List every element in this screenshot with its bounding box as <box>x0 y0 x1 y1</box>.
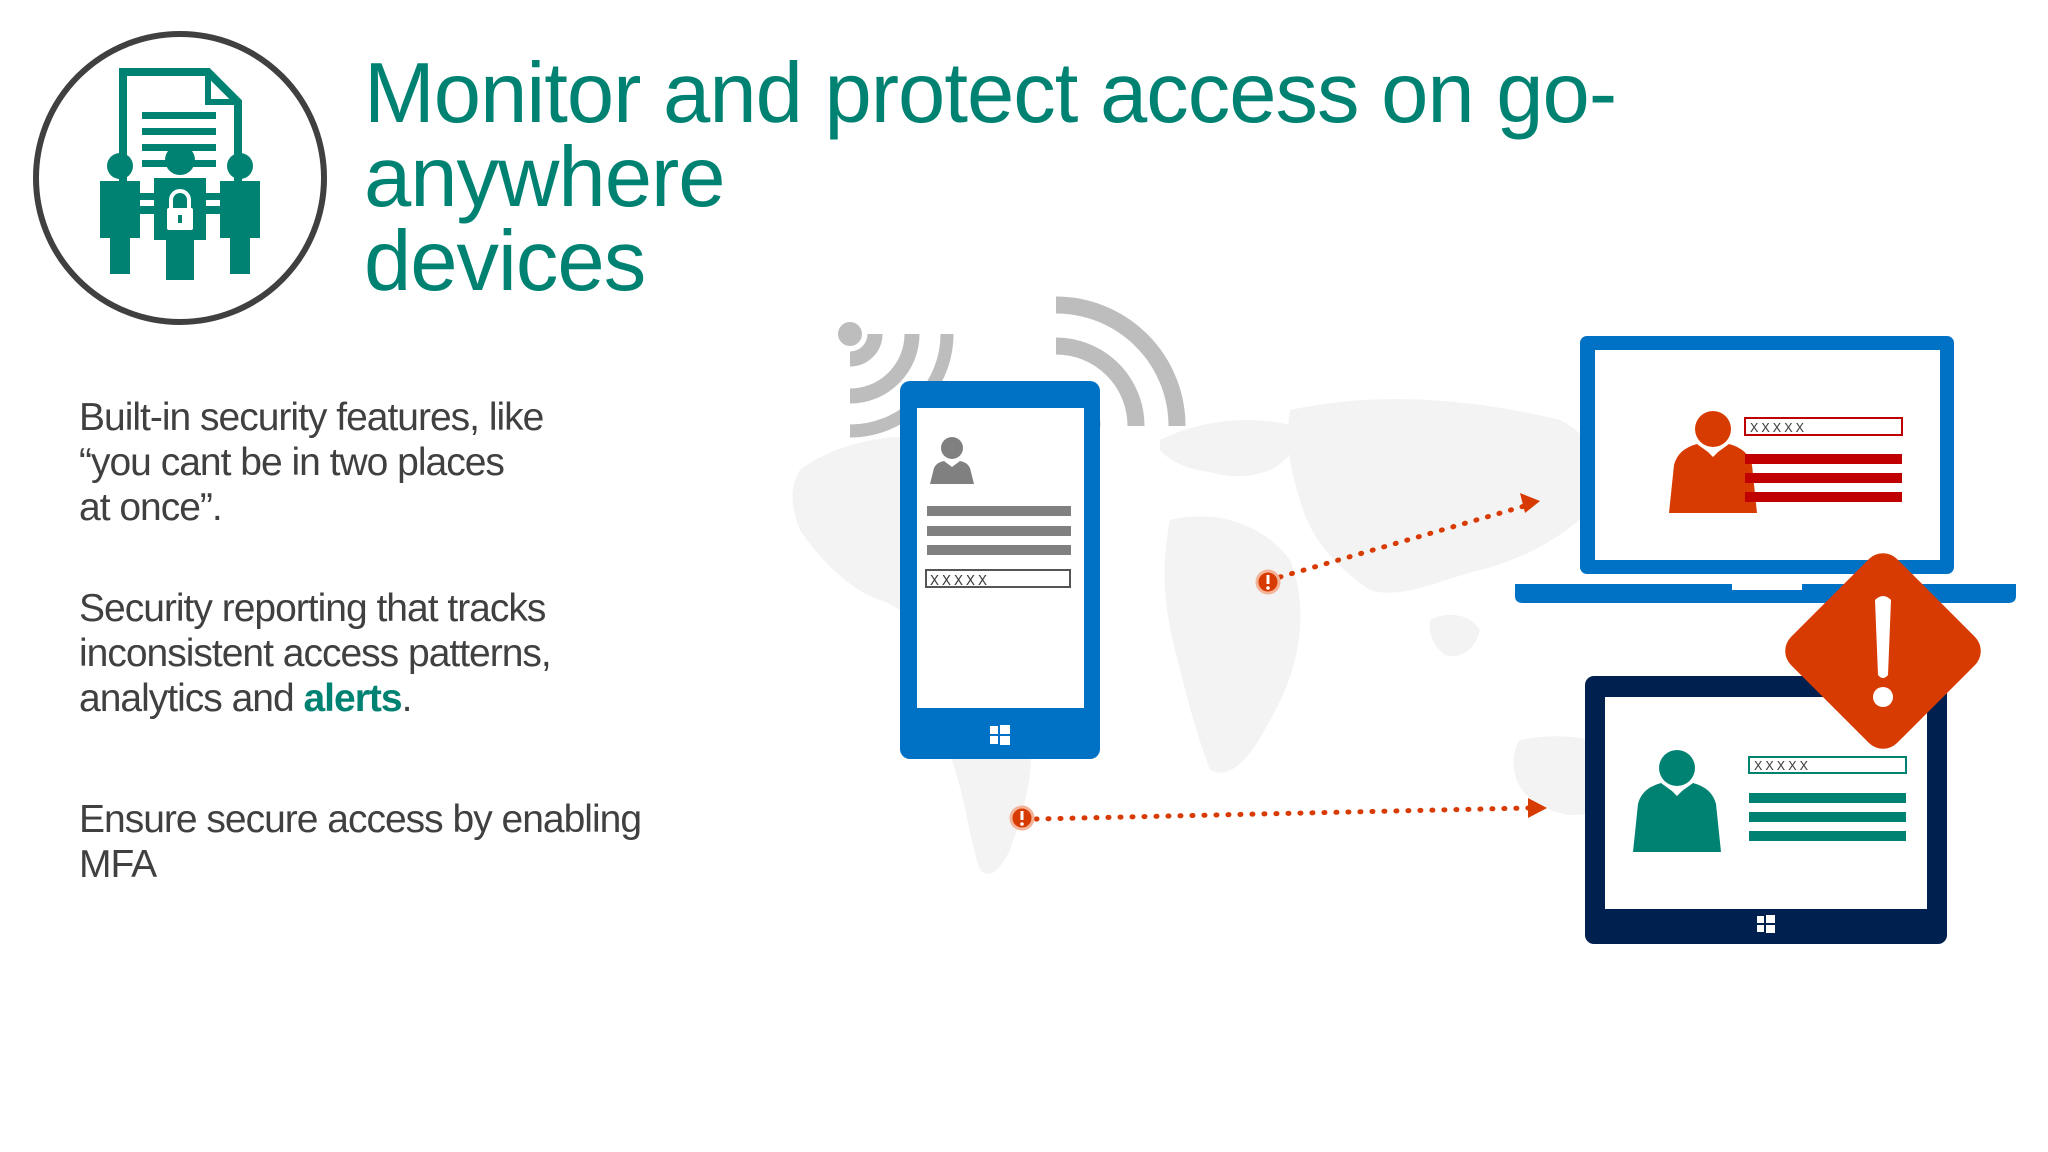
feature-list: Built-in security features, like “you ca… <box>79 395 699 943</box>
document-team-lock-icon <box>33 31 327 325</box>
page-title: Monitor and protect access on go-anywher… <box>364 46 1964 309</box>
bullet-line: “you cant be in two places <box>79 441 505 484</box>
bullet-line: Built-in security features, like <box>79 396 544 439</box>
bullet-text: analytics and <box>79 677 304 720</box>
bullet-line: inconsistent access patterns, <box>79 632 552 675</box>
bullet-line: Ensure secure access by enabling <box>79 798 642 841</box>
bullet-line: Security reporting that tracks <box>79 587 546 630</box>
tablet-password-text: XXXXX <box>1754 759 1811 775</box>
laptop-icon: XXXXX <box>1515 336 2016 603</box>
bullet-security-reporting: Security reporting that tracks inconsist… <box>79 586 699 721</box>
bullet-line: analytics and alerts. <box>79 676 699 721</box>
alert-marker-icon <box>1009 805 1035 831</box>
bullet-two-places: Built-in security features, like “you ca… <box>79 395 699 530</box>
alerts-highlight: alerts <box>303 677 402 720</box>
bullet-mfa: Ensure secure access by enabling MFA <box>79 797 699 887</box>
alert-marker-icon <box>1255 569 1281 595</box>
laptop-password-text: XXXXX <box>1750 421 1807 437</box>
warning-diamond-icon <box>1785 553 1981 749</box>
bullet-line: MFA <box>79 843 157 886</box>
title-line-2: devices <box>364 214 646 309</box>
access-path-lines <box>1033 493 1547 822</box>
phone-password-text: XXXXX <box>930 573 990 590</box>
windows-tablet-icon: XXXXX <box>1585 676 1947 944</box>
bullet-text: . <box>401 677 413 720</box>
title-line-1: Monitor and protect access on go-anywher… <box>364 46 1617 225</box>
bullet-line: at once”. <box>79 486 223 529</box>
windows-phone-icon: XXXXX <box>900 381 1100 759</box>
